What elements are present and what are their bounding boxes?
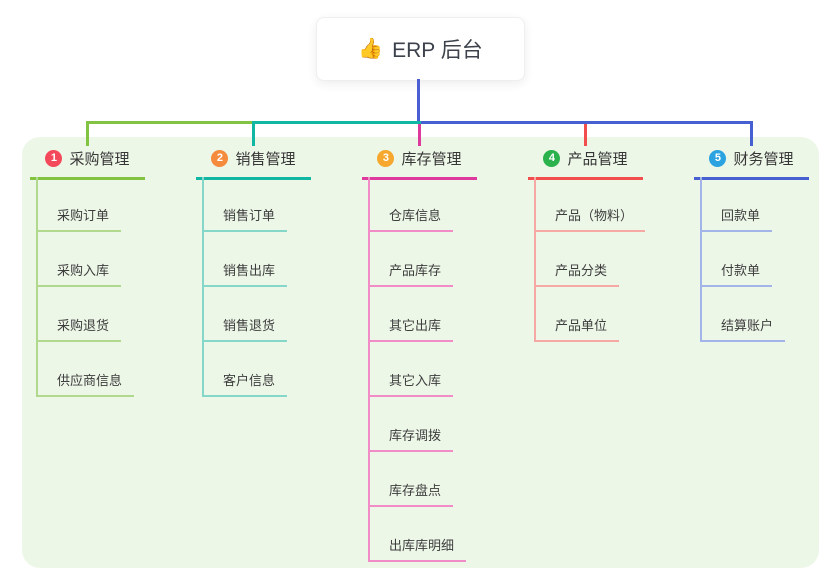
branch-rail xyxy=(202,177,204,397)
leaf-node[interactable]: 库存盘点 xyxy=(368,482,454,507)
branches-panel xyxy=(22,137,819,568)
connector-drop-branch-2 xyxy=(252,124,255,146)
leaf-node[interactable]: 产品单位 xyxy=(534,317,620,342)
branch-node-3[interactable]: 3 库存管理 xyxy=(362,146,477,180)
leaf-node[interactable]: 销售订单 xyxy=(202,207,288,232)
leaf-node[interactable]: 库存调拨 xyxy=(368,427,454,452)
leaf-node[interactable]: 付款单 xyxy=(700,262,773,287)
leaf-node[interactable]: 回款单 xyxy=(700,207,773,232)
leaf-node[interactable]: 其它出库 xyxy=(368,317,454,342)
branch-node-2[interactable]: 2 销售管理 xyxy=(196,146,311,180)
leaf-node[interactable]: 采购退货 xyxy=(36,317,122,342)
connector-root-vertical xyxy=(417,79,420,122)
root-title: ERP 后台 xyxy=(392,39,483,62)
leaf-node[interactable]: 其它入库 xyxy=(368,372,454,397)
branch-label: 采购管理 xyxy=(69,151,130,168)
branch-label: 产品管理 xyxy=(567,151,628,168)
branch-label: 库存管理 xyxy=(401,151,462,168)
root-node-erp[interactable]: 👍 ERP 后台 xyxy=(316,17,525,81)
connector-drop-branch-5 xyxy=(750,124,753,146)
branch-rail xyxy=(36,177,38,397)
connector-drop-branch-3 xyxy=(418,124,421,146)
leaf-node[interactable]: 出库库明细 xyxy=(368,537,467,562)
connector-trunk-mid xyxy=(252,121,421,124)
connector-drop-branch-4 xyxy=(584,124,587,146)
branch-node-4[interactable]: 4 产品管理 xyxy=(528,146,643,180)
leaf-node[interactable]: 采购订单 xyxy=(36,207,122,232)
branch-label: 财务管理 xyxy=(733,151,794,168)
branch-number-badge: 4 xyxy=(543,150,561,167)
branch-number-badge: 3 xyxy=(377,150,395,167)
branch-rail xyxy=(700,177,702,342)
branch-rail xyxy=(534,177,536,342)
leaf-node[interactable]: 销售出库 xyxy=(202,262,288,287)
leaf-node[interactable]: 供应商信息 xyxy=(36,372,135,397)
leaf-node[interactable]: 仓库信息 xyxy=(368,207,454,232)
branch-rail xyxy=(368,177,370,562)
connector-trunk-left xyxy=(86,121,252,124)
branch-number-badge: 5 xyxy=(709,150,727,167)
thumbs-up-icon: 👍 xyxy=(358,38,384,60)
branch-node-1[interactable]: 1 采购管理 xyxy=(30,146,145,180)
leaf-node[interactable]: 采购入库 xyxy=(36,262,122,287)
leaf-node[interactable]: 客户信息 xyxy=(202,372,288,397)
branch-number-badge: 1 xyxy=(45,150,63,167)
leaf-node[interactable]: 产品库存 xyxy=(368,262,454,287)
connector-trunk-right xyxy=(421,121,753,124)
leaf-node[interactable]: 产品分类 xyxy=(534,262,620,287)
leaf-node[interactable]: 产品（物料） xyxy=(534,207,646,232)
leaf-node[interactable]: 结算账户 xyxy=(700,317,786,342)
branch-label: 销售管理 xyxy=(235,151,296,168)
leaf-node[interactable]: 销售退货 xyxy=(202,317,288,342)
connector-drop-branch-1 xyxy=(86,124,89,146)
branch-number-badge: 2 xyxy=(211,150,229,167)
branch-node-5[interactable]: 5 财务管理 xyxy=(694,146,809,180)
